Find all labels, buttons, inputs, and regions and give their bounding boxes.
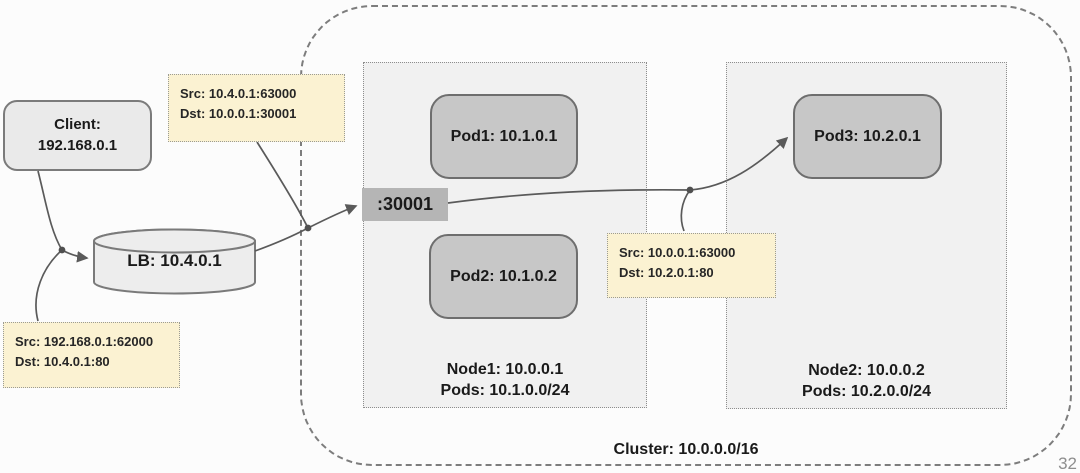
callout-dst: Dst: 10.0.0.1:30001 bbox=[180, 106, 297, 122]
node2-subnet: Pods: 10.2.0.0/24 bbox=[802, 382, 931, 400]
node1-label: Node1: 10.0.0.1 Pods: 10.1.0.0/24 bbox=[364, 359, 646, 401]
pod1-box: Pod1: 10.1.0.1 bbox=[430, 94, 578, 179]
client-title: Client: bbox=[54, 116, 101, 134]
connector-client-junction bbox=[37, 170, 63, 251]
connector-junction-noteB bbox=[35, 249, 63, 322]
callout-dst: Dst: 10.2.0.1:80 bbox=[619, 265, 714, 281]
node1-title: Node1: 10.0.0.1 bbox=[446, 360, 564, 378]
pod2-label: Pod2: 10.1.0.2 bbox=[450, 267, 557, 285]
node2-label: Node2: 10.0.0.2 Pods: 10.2.0.0/24 bbox=[727, 360, 1006, 402]
page-number: 32 bbox=[1058, 454, 1077, 473]
client-ip: 192.168.0.1 bbox=[37, 136, 118, 154]
node1-box: Pod1: 10.1.0.1 Pod2: 10.1.0.2 Node1: 10.… bbox=[363, 62, 647, 408]
callout-src: Src: 10.0.0.1:63000 bbox=[619, 245, 736, 260]
callout-node1-to-pod3: Src: 10.0.0.1:63000 Dst: 10.2.0.1:80 bbox=[607, 233, 776, 298]
nodeport-badge: :30001 bbox=[362, 188, 448, 221]
callout-src: Src: 10.4.0.1:63000 bbox=[180, 86, 297, 101]
node2-title: Node2: 10.0.0.2 bbox=[808, 361, 925, 379]
node2-box: Pod3: 10.2.0.1 Node2: 10.0.0.2 Pods: 10.… bbox=[726, 62, 1007, 409]
callout-lb-to-nodeport: Src: 10.4.0.1:63000 Dst: 10.0.0.1:30001 bbox=[168, 74, 345, 142]
pod3-box: Pod3: 10.2.0.1 bbox=[793, 94, 942, 179]
callout-dst: Dst: 10.4.0.1:80 bbox=[15, 354, 110, 370]
client-box: Client: 192.168.0.1 bbox=[3, 100, 152, 171]
connector-junction-lb bbox=[61, 249, 89, 263]
pod3-label: Pod3: 10.2.0.1 bbox=[814, 127, 921, 145]
lb-label: LB: 10.4.0.1 bbox=[127, 251, 222, 270]
callout-src: Src: 192.168.0.1:62000 bbox=[15, 334, 154, 349]
node1-subnet: Pods: 10.1.0.0/24 bbox=[440, 381, 570, 399]
pod1-label: Pod1: 10.1.0.1 bbox=[450, 127, 558, 145]
junction-dot bbox=[58, 246, 66, 254]
nodeport-label: :30001 bbox=[376, 194, 434, 214]
callout-client-to-lb: Src: 192.168.0.1:62000 Dst: 10.4.0.1:80 bbox=[3, 322, 180, 388]
pod2-box: Pod2: 10.1.0.2 bbox=[429, 234, 578, 319]
cluster-label: Cluster: 10.0.0.0/16 bbox=[613, 441, 759, 458]
